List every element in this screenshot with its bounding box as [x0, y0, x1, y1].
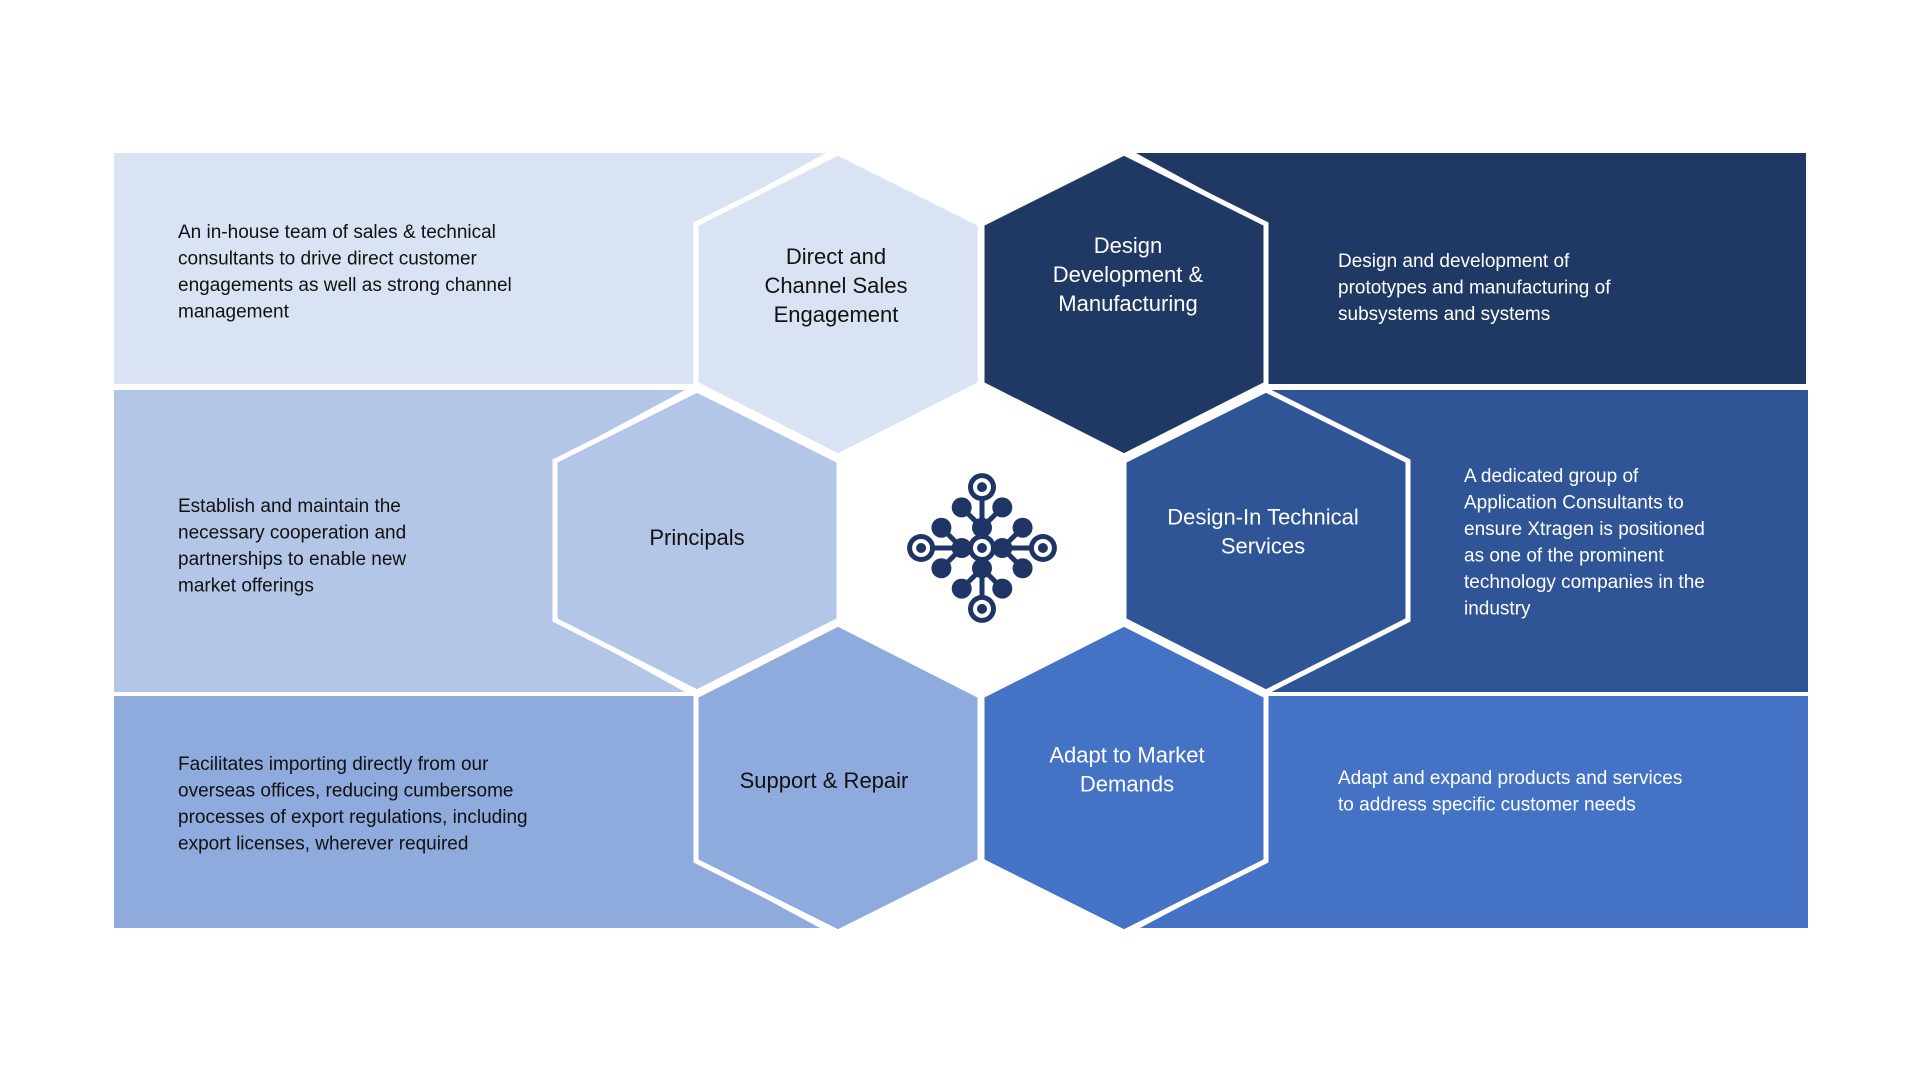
logo-ring-core: [977, 543, 987, 553]
logo-node: [992, 538, 1013, 558]
logo-ring-core: [916, 543, 927, 553]
logo-node: [951, 578, 972, 599]
text-line: prototypes and manufacturing of: [1338, 278, 1611, 299]
text-line: technology companies in the: [1464, 572, 1705, 593]
text-line: Direct and: [786, 244, 886, 269]
band-support-repair: [114, 696, 820, 928]
network-circuit-icon: [907, 473, 1057, 623]
text-line: engagements as well as strong channel: [178, 275, 512, 296]
text-line: Application Consultants to: [1464, 493, 1684, 514]
text-line: Principals: [649, 525, 744, 550]
logo-node: [1012, 517, 1033, 538]
description-design-in-technical-services: A dedicated group of Application Consulta…: [1464, 466, 1705, 620]
text-line: partnerships to enable new: [178, 549, 406, 570]
text-line: export licenses, wherever required: [178, 834, 468, 855]
logo-node: [951, 538, 972, 558]
description-bands: [114, 153, 1808, 928]
text-line: consultants to drive direct customer: [178, 249, 478, 270]
text-line: Support & Repair: [740, 768, 909, 793]
text-line: Establish and maintain the: [178, 496, 401, 517]
text-line: Adapt to Market: [1049, 743, 1204, 768]
logo-node: [931, 517, 952, 538]
description-principals: Establish and maintain the necessary coop…: [178, 496, 406, 597]
description-direct-channel-sales: An in-house team of sales & technical con…: [178, 222, 512, 323]
band-design-development-manufacturing: [1136, 153, 1806, 384]
logo-node: [931, 558, 952, 579]
text-line: to address specific customer needs: [1338, 795, 1636, 816]
text-line: A dedicated group of: [1464, 466, 1639, 487]
text-line: industry: [1464, 599, 1531, 620]
hexagons: [552, 150, 1411, 935]
text-line: Engagement: [774, 302, 899, 327]
text-line: market offerings: [178, 576, 314, 597]
hex-design-development-manufacturing[interactable]: [979, 150, 1269, 459]
logo-node: [972, 517, 992, 538]
text-line: management: [178, 302, 290, 323]
logo-ring-core: [1037, 543, 1048, 553]
text-line: Design and development of: [1338, 251, 1570, 272]
text-line: Manufacturing: [1058, 291, 1197, 316]
hex-adapt-market-demands[interactable]: [979, 621, 1269, 935]
descriptions: An in-house team of sales & technical con…: [178, 222, 1705, 855]
description-design-development-manufacturing: Design and development of prototypes and …: [1338, 251, 1611, 325]
text-line: subsystems and systems: [1338, 304, 1550, 325]
logo-ring-core: [977, 482, 987, 493]
band-direct-channel-sales: [114, 153, 826, 384]
text-line: An in-house team of sales & technical: [178, 222, 496, 243]
logo-node: [972, 558, 992, 579]
text-line: Adapt and expand products and services: [1338, 768, 1682, 789]
text-line: Development &: [1053, 262, 1204, 287]
band-adapt-market-demands: [1140, 696, 1808, 928]
text-line: overseas offices, reducing cumbersome: [178, 781, 513, 802]
band-principals: [114, 390, 685, 692]
label-principals: Principals: [649, 525, 744, 550]
logo-node: [1012, 558, 1033, 579]
logo-ring-core: [977, 603, 987, 614]
text-line: Facilitates importing directly from our: [178, 754, 489, 775]
description-adapt-market-demands: Adapt and expand products and services to…: [1338, 768, 1682, 816]
hex-design-in-technical-services[interactable]: [1121, 387, 1411, 695]
text-line: as one of the prominent: [1464, 546, 1664, 567]
text-line: Channel Sales: [764, 273, 907, 298]
text-line: Demands: [1080, 772, 1174, 797]
label-support-repair: Support & Repair: [740, 768, 909, 793]
band-design-in-technical-services: [1266, 390, 1808, 692]
text-line: Services: [1221, 534, 1305, 559]
logo-node: [992, 497, 1013, 518]
description-support-repair: Facilitates importing directly from our o…: [178, 754, 528, 855]
text-line: necessary cooperation and: [178, 523, 406, 544]
text-line: ensure Xtragen is positioned: [1464, 519, 1705, 540]
text-line: processes of export regulations, includi…: [178, 807, 528, 828]
text-line: Design: [1094, 233, 1162, 258]
text-line: Design-In Technical: [1167, 505, 1359, 530]
logo-node: [992, 578, 1013, 599]
logo-node: [951, 497, 972, 518]
